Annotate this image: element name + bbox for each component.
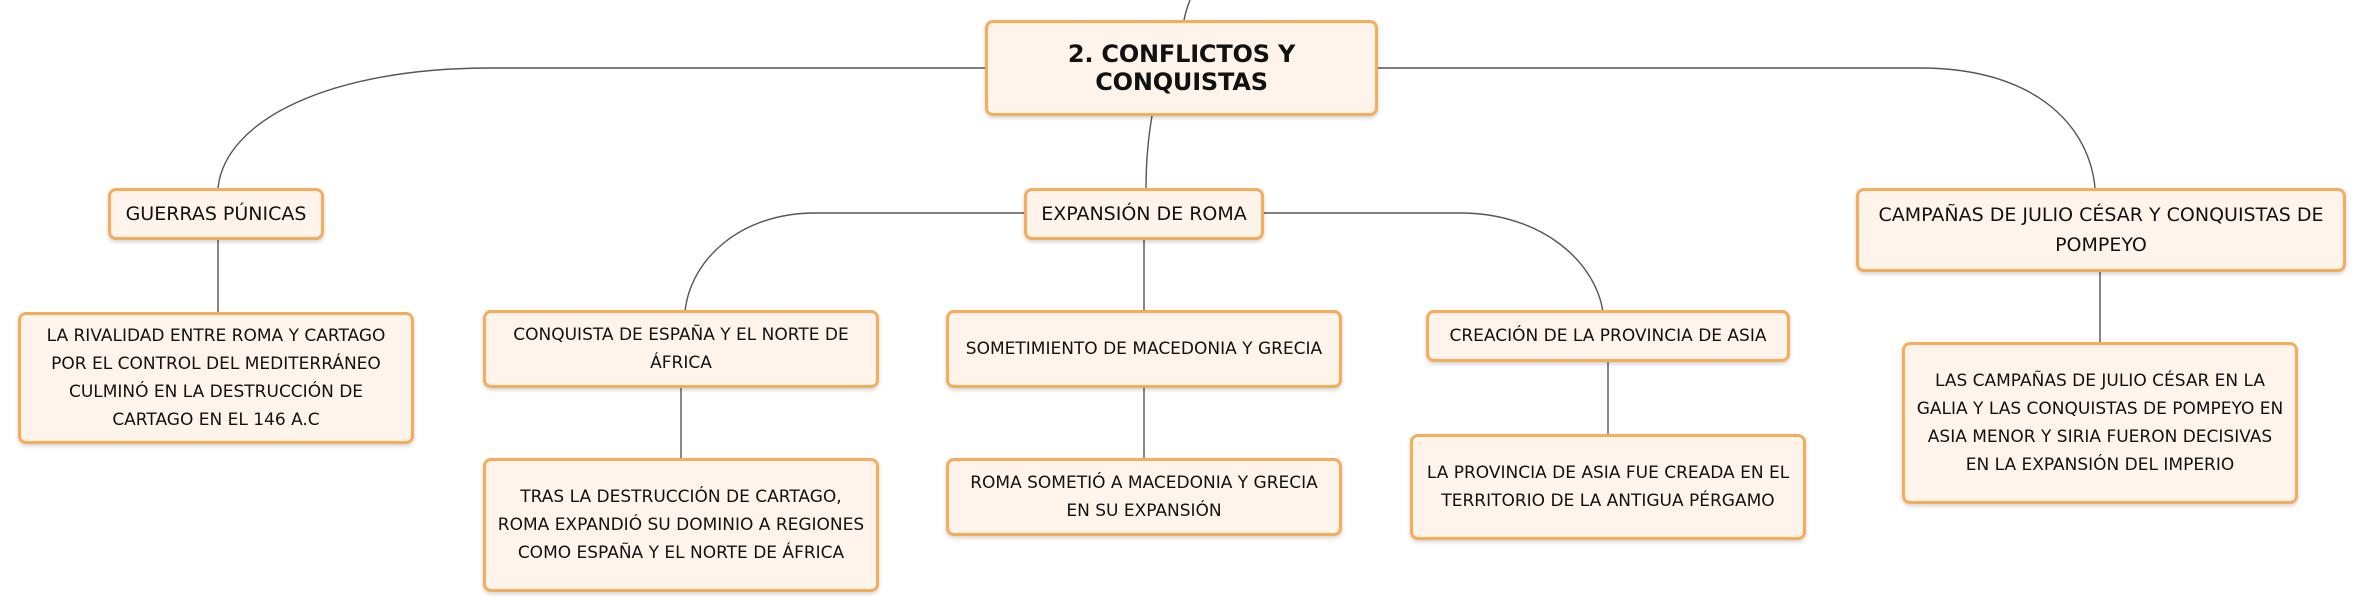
expansion-roma-label: EXPANSIÓN DE ROMA bbox=[1041, 203, 1247, 225]
conquista-espana-label: CONQUISTA DE ESPAÑA Y EL NORTE DE ÁFRICA bbox=[513, 325, 849, 373]
connector-root-cesar bbox=[1378, 67, 2096, 189]
guerras-punicas-detail-node[interactable]: LA RIVALIDAD ENTRE ROMA Y CARTAGO POR EL… bbox=[18, 312, 414, 444]
provincia-asia-detail-text: LA PROVINCIA DE ASIA FUE CREADA EN EL TE… bbox=[1426, 463, 1790, 511]
provincia-asia-detail-node[interactable]: LA PROVINCIA DE ASIA FUE CREADA EN EL TE… bbox=[1410, 434, 1806, 540]
guerras-punicas-label: GUERRAS PÚNICAS bbox=[125, 203, 307, 225]
connector-expansion-asia bbox=[1264, 212, 1604, 313]
provincia-asia-node[interactable]: CREACIÓN DE LA PROVINCIA DE ASIA bbox=[1426, 310, 1790, 362]
root-node[interactable]: 2. CONFLICTOS Y CONQUISTAS bbox=[985, 20, 1378, 116]
conquista-espana-detail-text: TRAS LA DESTRUCCIÓN DE CARTAGO, ROMA EXP… bbox=[497, 487, 865, 563]
julio-cesar-node[interactable]: CAMPAÑAS DE JULIO CÉSAR Y CONQUISTAS DE … bbox=[1856, 188, 2346, 272]
connector-root-parent bbox=[1183, 0, 1191, 21]
julio-cesar-label: CAMPAÑAS DE JULIO CÉSAR Y CONQUISTAS DE … bbox=[1878, 204, 2324, 256]
guerras-punicas-detail-text: LA RIVALIDAD ENTRE ROMA Y CARTAGO POR EL… bbox=[46, 326, 386, 430]
conquista-espana-detail-node[interactable]: TRAS LA DESTRUCCIÓN DE CARTAGO, ROMA EXP… bbox=[483, 458, 879, 592]
macedonia-grecia-node[interactable]: SOMETIMIENTO DE MACEDONIA Y GRECIA bbox=[946, 310, 1342, 388]
julio-cesar-detail-text: LAS CAMPAÑAS DE JULIO CÉSAR EN LA GALIA … bbox=[1916, 371, 2284, 475]
expansion-roma-node[interactable]: EXPANSIÓN DE ROMA bbox=[1024, 188, 1264, 240]
macedonia-grecia-label: SOMETIMIENTO DE MACEDONIA Y GRECIA bbox=[965, 339, 1323, 359]
connector-expansion-espana bbox=[684, 212, 1024, 313]
macedonia-grecia-detail-text: ROMA SOMETIÓ A MACEDONIA Y GRECIA EN SU … bbox=[970, 473, 1318, 521]
guerras-punicas-node[interactable]: GUERRAS PÚNICAS bbox=[108, 188, 324, 240]
conquista-espana-node[interactable]: CONQUISTA DE ESPAÑA Y EL NORTE DE ÁFRICA bbox=[483, 310, 879, 388]
provincia-asia-label: CREACIÓN DE LA PROVINCIA DE ASIA bbox=[1449, 326, 1767, 346]
connector-root-punicas bbox=[217, 67, 985, 189]
root-node-label: 2. CONFLICTOS Y CONQUISTAS bbox=[1067, 40, 1296, 96]
connector-root-expansion bbox=[1145, 115, 1153, 189]
macedonia-grecia-detail-node[interactable]: ROMA SOMETIÓ A MACEDONIA Y GRECIA EN SU … bbox=[946, 458, 1342, 536]
julio-cesar-detail-node[interactable]: LAS CAMPAÑAS DE JULIO CÉSAR EN LA GALIA … bbox=[1902, 342, 2298, 504]
